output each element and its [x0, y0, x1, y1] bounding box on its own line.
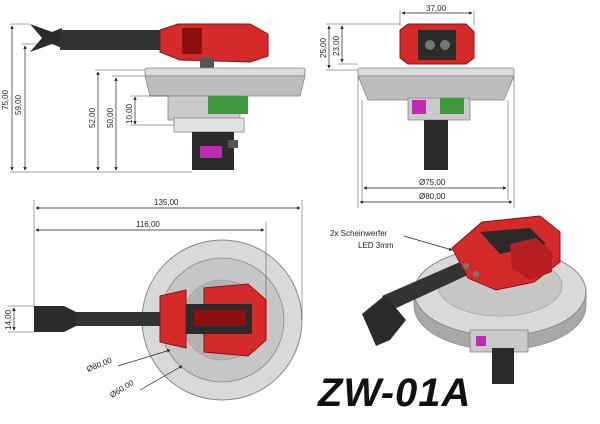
iso-lamp-right	[473, 271, 479, 277]
top-arm	[76, 312, 176, 326]
mount-bracket	[173, 117, 245, 133]
iso-gripper	[362, 296, 406, 346]
iso-view: 2x Scheinwerfer LED 3mm	[330, 215, 587, 384]
base-plate	[144, 67, 306, 77]
motor-connector	[228, 140, 238, 148]
front-indicator	[412, 100, 426, 114]
note-line2: LED 3mm	[358, 241, 394, 250]
front-lamp-right	[440, 40, 450, 50]
dim-side-52: 52,00	[88, 107, 97, 128]
iso-arm	[382, 262, 470, 310]
dim-top-d80: Ø80,00	[85, 355, 113, 373]
dim-top-135: 135,00	[154, 198, 179, 207]
front-lamp-left	[425, 40, 435, 50]
front-board	[440, 98, 464, 114]
iso-head-side	[510, 238, 552, 280]
circuit-board	[208, 96, 248, 114]
turret-head	[159, 23, 269, 63]
head-post	[200, 58, 214, 70]
front-base-ring	[357, 75, 515, 101]
crane-arm	[60, 30, 180, 50]
top-view: 135,00 116,00 14,00 Ø80,00 Ø60,00	[4, 198, 303, 401]
iso-lamp-left	[463, 263, 469, 269]
dim-side-10: 10,00	[125, 103, 134, 124]
head-joint	[182, 28, 202, 54]
dim-front-d80: Ø80,00	[419, 192, 446, 201]
front-motor	[424, 120, 448, 170]
dim-front-d75: Ø75,00	[419, 178, 446, 187]
top-gripper	[34, 306, 76, 332]
base-ring	[144, 75, 306, 97]
dim-side-59: 59,00	[14, 94, 23, 115]
dim-top-14: 14,00	[4, 309, 13, 330]
drawing-title: ZW-01A	[317, 371, 471, 415]
iso-base-side	[413, 291, 587, 351]
note-line1: 2x Scheinwerfer	[330, 229, 388, 238]
top-head-front	[159, 289, 187, 349]
motor-label	[200, 146, 222, 158]
dim-top-d60: Ø60,00	[108, 378, 135, 400]
dim-front-37: 37,00	[426, 4, 447, 13]
front-view: 37,00 25,00 23,00 Ø75,00 Ø80,00	[319, 4, 515, 208]
gripper-claw	[30, 24, 62, 52]
dim-front-25: 25,00	[319, 37, 328, 58]
dim-side-75: 75,00	[1, 89, 10, 110]
top-head-slot	[194, 310, 246, 326]
dim-side-50: 50,00	[106, 107, 115, 128]
iso-indicator	[476, 336, 486, 346]
front-base-plate	[357, 67, 515, 77]
dim-top-116: 116,00	[136, 220, 160, 229]
side-view: 75,00 59,00 52,00 50,00 10,00	[1, 23, 306, 173]
front-head-core	[418, 30, 456, 60]
iso-motor	[492, 348, 514, 384]
dim-front-23: 23,00	[332, 35, 341, 56]
